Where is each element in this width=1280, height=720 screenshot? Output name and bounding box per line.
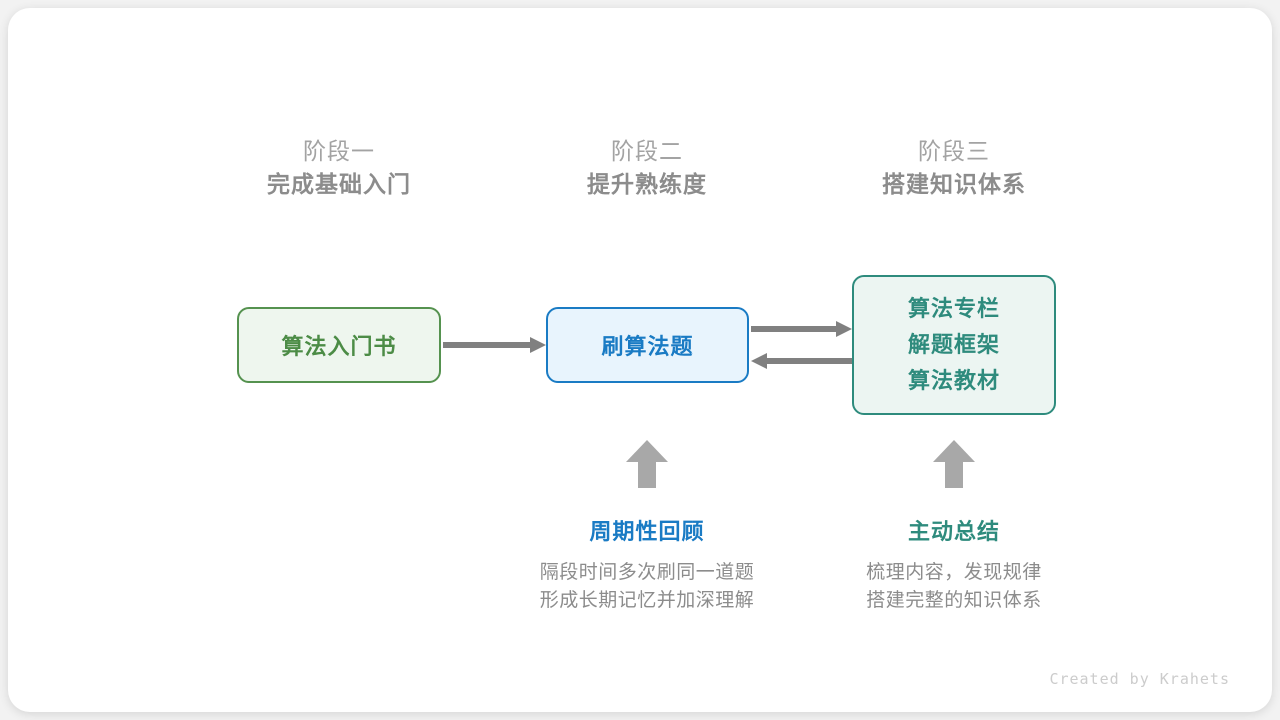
stage-header-2: 阶段二 提升熟练度 — [517, 136, 777, 202]
stage-number-1: 阶段一 — [303, 138, 375, 164]
annotation-title-summary: 主动总结 — [907, 519, 1000, 544]
arrow-shaft — [443, 342, 532, 348]
arrow-shaft — [638, 462, 656, 488]
arrow-head — [836, 321, 852, 337]
annotation-description-summary: 梳理内容，发现规律 搭建完整的知识体系 — [794, 559, 1114, 615]
node-practice-label: 刷算法题 — [601, 334, 694, 359]
credit-text: Created by Krahets — [1049, 670, 1230, 688]
arrow-shaft — [751, 326, 838, 332]
arrow-resources-to-practice-icon — [751, 353, 852, 369]
arrow-head — [626, 440, 668, 462]
node-resources-line-3: 算法教材 — [907, 368, 1000, 393]
node-learning-resources: 算法专栏 解题框架 算法教材 — [852, 275, 1056, 415]
arrow-up-summary-icon — [933, 440, 975, 488]
arrow-up-review-icon — [626, 440, 668, 488]
node-resources-line-1: 算法专栏 — [907, 296, 1000, 321]
stage-number-3: 阶段三 — [918, 138, 990, 164]
stage-number-2: 阶段二 — [611, 138, 683, 164]
node-resources-line-2: 解题框架 — [907, 332, 1000, 357]
stage-header-1: 阶段一 完成基础入门 — [209, 136, 469, 202]
arrow-shaft — [945, 462, 963, 488]
arrow-book-to-practice-icon — [443, 337, 546, 353]
arrow-head — [933, 440, 975, 462]
annotation-desc-line-2: 形成长期记忆并加深理解 — [539, 590, 755, 611]
diagram-card: 阶段一 完成基础入门 阶段二 提升熟练度 阶段三 搭建知识体系 算法入门书 刷算… — [8, 8, 1272, 712]
arrow-shaft — [765, 358, 852, 364]
arrow-head — [530, 337, 546, 353]
annotation-periodic-review: 周期性回顾 隔段时间多次刷同一道题 形成长期记忆并加深理解 — [487, 515, 807, 615]
annotation-desc-line-2: 搭建完整的知识体系 — [866, 590, 1042, 611]
stage-header-3: 阶段三 搭建知识体系 — [824, 136, 1084, 202]
arrow-head — [751, 353, 767, 369]
annotation-description-review: 隔段时间多次刷同一道题 形成长期记忆并加深理解 — [487, 559, 807, 615]
annotation-desc-line-1: 隔段时间多次刷同一道题 — [539, 562, 755, 583]
stage-title-2: 提升熟练度 — [587, 171, 707, 197]
node-book-label: 算法入门书 — [281, 334, 397, 359]
annotation-desc-line-1: 梳理内容，发现规律 — [866, 562, 1042, 583]
stage-title-1: 完成基础入门 — [267, 171, 411, 197]
arrow-practice-to-resources-icon — [751, 321, 852, 337]
annotation-title-review: 周期性回顾 — [589, 519, 705, 544]
node-algorithm-intro-book: 算法入门书 — [237, 307, 441, 383]
annotation-active-summary: 主动总结 梳理内容，发现规律 搭建完整的知识体系 — [794, 515, 1114, 615]
stage-title-3: 搭建知识体系 — [882, 171, 1026, 197]
node-practice-problems: 刷算法题 — [546, 307, 749, 383]
